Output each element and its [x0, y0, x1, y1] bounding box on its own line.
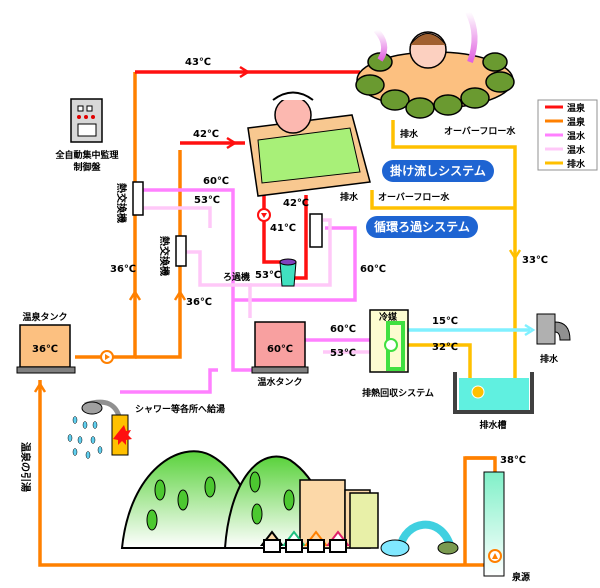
trees: [146, 471, 295, 531]
temp-mid-53: 53℃: [255, 270, 281, 281]
indoor-bath-illustration: [247, 91, 371, 197]
heat-exchanger-label-1: 熱交換機: [115, 183, 128, 223]
temp-mid-36: 36℃: [186, 297, 212, 308]
drain-outlet: [536, 313, 571, 345]
legend-item: 温泉: [545, 102, 586, 114]
flow-system-badge: 掛け流しシステム: [382, 160, 494, 182]
source-label: 泉源: [511, 571, 530, 583]
buildings: [299, 479, 379, 549]
hot-spring-well: [483, 471, 505, 577]
svg-text:温水: 温水: [567, 130, 586, 142]
legend: 温泉 温泉 温水 温水 排水: [537, 99, 598, 171]
circulation-system-badge: 循環ろ過システム: [366, 216, 478, 238]
orange-arrows: [33, 289, 187, 393]
landscape: [120, 450, 459, 557]
svg-text:温水: 温水: [567, 144, 586, 156]
shower-illustration: [67, 399, 132, 459]
drain-outlet-label: 排水: [540, 353, 559, 365]
hot-water-tank: [251, 321, 309, 374]
shower-supply-label: シャワー等各所へ給湯: [135, 403, 225, 415]
svg-text:掛け流しシステム: 掛け流しシステム: [390, 163, 486, 178]
heat-exchanger-2: [175, 235, 187, 267]
svg-text:温泉: 温泉: [567, 102, 586, 114]
heat-recovery-unit: [369, 309, 409, 373]
legend-item: 温泉: [545, 116, 586, 128]
temp-recovery-53: 53℃: [330, 348, 356, 359]
filter-unit: [279, 258, 297, 287]
svg-text:排水: 排水: [567, 158, 586, 170]
houses: [259, 530, 351, 553]
warm-water-pink-pipes: [120, 188, 387, 394]
heat-exchanger-3: [309, 213, 323, 248]
temp-drain-33: 33℃: [522, 255, 548, 266]
temp-spring-tank: 36℃: [32, 344, 58, 355]
temp-drain-32: 32℃: [432, 342, 458, 353]
temp-left-36: 36℃: [110, 264, 136, 275]
temp-bath-supply: 42℃: [193, 129, 219, 140]
temp-filter-return: 42℃: [283, 198, 309, 209]
svg-text:循環ろ過システム: 循環ろ過システム: [374, 219, 470, 234]
hot-spring-tank: [16, 324, 76, 374]
temp-hot-tank: 60℃: [267, 344, 293, 355]
temp-hx-60: 60℃: [203, 176, 229, 187]
heat-exchanger-1: [132, 181, 144, 216]
refrigerant-label: 冷媒: [379, 311, 398, 323]
heat-exchanger-label-2: 熱交換機: [158, 236, 171, 276]
svg-text:温泉: 温泉: [567, 116, 586, 128]
hot-water-tank-label: 温水タンク: [257, 376, 302, 388]
open-air-bath-illustration: [355, 10, 515, 119]
drain-label-mid: 排水: [340, 191, 359, 203]
temp-recovery-60: 60℃: [330, 324, 356, 335]
drain-arrow: [508, 249, 522, 261]
drain-yellow-pipes: [370, 120, 517, 378]
overflow-label-mid: オーバーフロー水: [378, 191, 450, 203]
drain-label-top: 排水: [400, 128, 419, 140]
overflow-label-top: オーバーフロー水: [444, 125, 516, 137]
heat-recovery-label: 排熱回収システム: [362, 387, 434, 399]
drain-tank-label: 排水槽: [479, 419, 506, 431]
legend-item: 排水: [545, 158, 586, 170]
control-panel-label-1: 全自動集中監理: [54, 149, 118, 161]
filter-label: ろ過機: [223, 271, 250, 283]
temp-right-60: 60℃: [360, 264, 386, 275]
hot-spring-draw-label: 温泉の引湯: [19, 442, 32, 492]
temp-filter-in: 41℃: [270, 223, 296, 234]
temp-source-38: 38℃: [500, 455, 526, 466]
legend-item: 温水: [545, 144, 586, 156]
spring-fountain: [380, 520, 459, 557]
control-panel-label-2: 制御盤: [73, 161, 101, 173]
legend-item: 温水: [545, 130, 586, 142]
hot-spring-tank-label: 温泉タンク: [22, 311, 67, 323]
temp-top-supply: 43℃: [185, 57, 211, 68]
temp-cool-15: 15℃: [432, 316, 458, 327]
temp-hx-53: 53℃: [194, 195, 220, 206]
control-panel: [70, 98, 103, 143]
drain-tank: [453, 372, 534, 414]
